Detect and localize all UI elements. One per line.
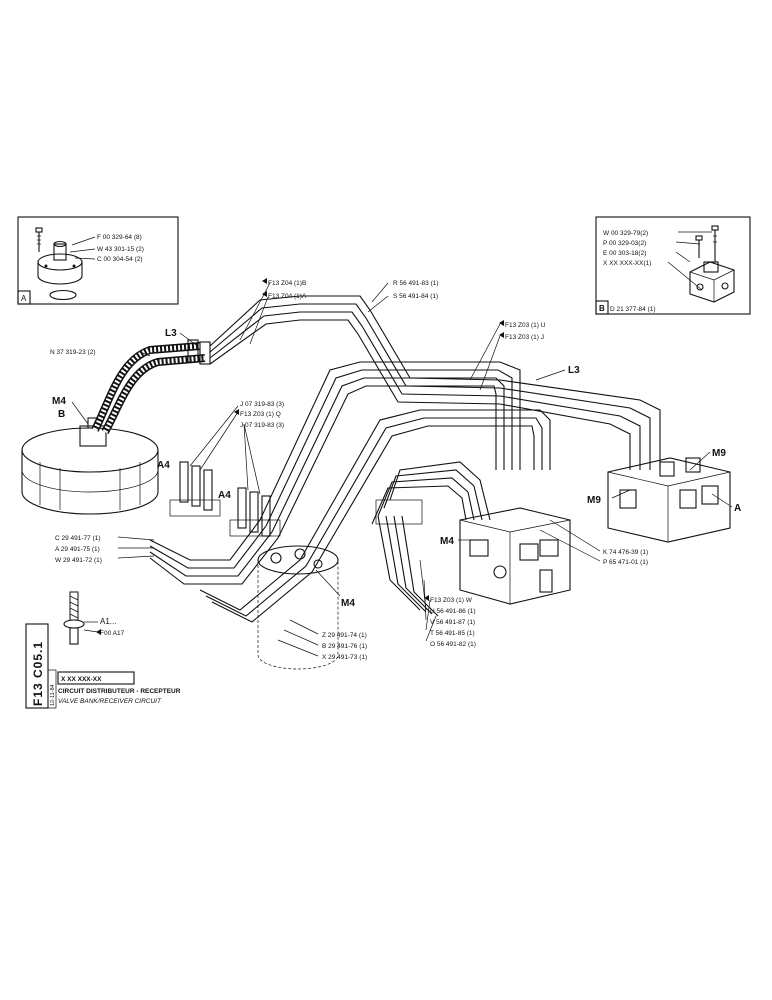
flange-block-icon — [689, 261, 735, 303]
page-code: F13 C05.1 — [31, 641, 45, 706]
callout-x29: X 29 491-73 (1) — [322, 654, 367, 661]
callout-m4-top: M4 — [52, 396, 66, 407]
callout-u56: U 56 491-86 (1) — [430, 608, 476, 615]
callout-a4-left: A4 — [157, 460, 170, 471]
fitting-group-a4-left — [169, 461, 221, 517]
inset-a-part-3: C 00 304-54 (2) — [97, 256, 143, 263]
inset-b-part-2: P 00 329-03(2) — [603, 240, 646, 247]
callout-f13-w: F13 Z03 (1) W — [430, 597, 473, 604]
callout-l3-right: L3 — [568, 365, 580, 376]
valve-block-icon — [607, 457, 731, 543]
callout-a29: A 29 491-75 (1) — [55, 546, 100, 553]
inset-a-letter-box — [17, 290, 31, 305]
callout-a4-mid: A4 — [218, 490, 231, 501]
fitting-group-a4-mid — [229, 487, 281, 537]
callout-f13-q: F13 Z03 (1) Q — [240, 411, 281, 418]
inset-b-part-1: W 00 329-79(2) — [603, 230, 648, 237]
inset-b: B D 21 377-84 (1) W 00 329-79(2) P 00 32… — [595, 216, 751, 315]
ref-number: X XX XXX-XX — [61, 676, 102, 683]
callout-z29: Z 29 491-74 (1) — [322, 632, 367, 639]
callout-b-mark: B — [58, 409, 65, 420]
callout-u: F13 Z03 (1) U — [505, 322, 546, 329]
callout-o56: O 56 491-82 (1) — [430, 641, 476, 648]
o-ring-icon — [49, 289, 77, 301]
title-fr: CIRCUIT DISTRIBUTEUR - RECEPTEUR — [58, 688, 181, 695]
callout-m9-left: M9 — [587, 495, 601, 506]
inset-b-part-3: E 00 303-18(2) — [603, 250, 646, 257]
inset-a-frame — [17, 216, 179, 305]
inset-b-part-4: X XX XXX-XX(1) — [603, 260, 651, 267]
callout-j07-top: J 07 319-83 (3) — [240, 401, 284, 408]
callout-j: F13 Z03 (1) J — [505, 334, 544, 341]
bolt-icon — [695, 235, 703, 258]
callout-v56: V 56 491-87 (1) — [430, 619, 475, 626]
callout-r: R 56 491-83 (1) — [393, 280, 439, 287]
hose-fitting-icon — [63, 591, 99, 645]
callout-t56: T 56 491-85 (1) — [430, 630, 475, 637]
inset-a: A F 00 329-64 (8) W 43 301-15 (2) C 00 3… — [17, 216, 179, 305]
inset-a-part-2: W 43 301-15 (2) — [97, 246, 144, 253]
receiver-icon — [21, 417, 159, 515]
callout-s: S 56 491-84 (1) — [393, 293, 438, 300]
pipe-bundle-upper — [209, 295, 661, 470]
bolt-icon — [711, 225, 719, 262]
ref-number-box — [57, 671, 135, 685]
callout-labels: F13 Z04 (1)B F13 Z04 (1)A R 56 491-83 (1… — [50, 280, 741, 661]
inset-b-letter: B — [599, 304, 605, 313]
bolt-icon — [35, 227, 43, 252]
flag-triangle-icon — [96, 278, 504, 635]
callout-b29: B 29 491-76 (1) — [322, 643, 367, 650]
inset-a-part-1: F 00 329-64 (8) — [97, 234, 142, 241]
callout-l3-left: L3 — [165, 328, 177, 339]
callout-m4-center: M4 — [440, 536, 454, 547]
callout-k74: K 74 476-39 (1) — [603, 549, 648, 556]
callout-f13-z04-b: F13 Z04 (1)B — [268, 280, 306, 287]
callout-w29: W 29 491-72 (1) — [55, 557, 102, 564]
callout-j07-bottom: J 07 319-83 (3) — [240, 422, 284, 429]
callout-p65: P 65 471-01 (1) — [603, 559, 648, 566]
inset-b-frame — [595, 216, 751, 315]
callout-f13-z04-a: F13 Z04 (1)A — [268, 293, 307, 300]
callout-m4-bottom: M4 — [341, 598, 355, 609]
title-en: VALVE BANK/RECEIVER CIRCUIT — [58, 698, 162, 705]
pipe-bundle-middle — [149, 361, 551, 623]
callout-m9-right: M9 — [712, 448, 726, 459]
callout-a1: A1... — [100, 617, 116, 626]
hose-icon — [91, 339, 211, 434]
callout-n: N 37 319-23 (2) — [50, 349, 96, 356]
title-block: F13 C05.1 12-11-84 X XX XXX-XX CIRCUIT D… — [25, 623, 181, 709]
callout-a-right: A — [734, 503, 741, 514]
callout-c29: C 29 491-77 (1) — [55, 535, 101, 542]
drawing-date: 12-11-84 — [50, 684, 56, 706]
leader-lines — [71, 282, 733, 657]
page-code-box — [25, 623, 49, 709]
pump-icon — [257, 545, 339, 670]
flange-coupling-icon — [37, 240, 83, 301]
valve-block-icon — [459, 507, 571, 605]
pipe-bundle-lower — [371, 461, 491, 617]
inset-a-letter: A — [21, 294, 27, 303]
callout-f00: F00 A17 — [100, 630, 125, 637]
inset-b-letter-box — [595, 300, 609, 315]
inset-b-ref: D 21 377-84 (1) — [610, 306, 656, 313]
